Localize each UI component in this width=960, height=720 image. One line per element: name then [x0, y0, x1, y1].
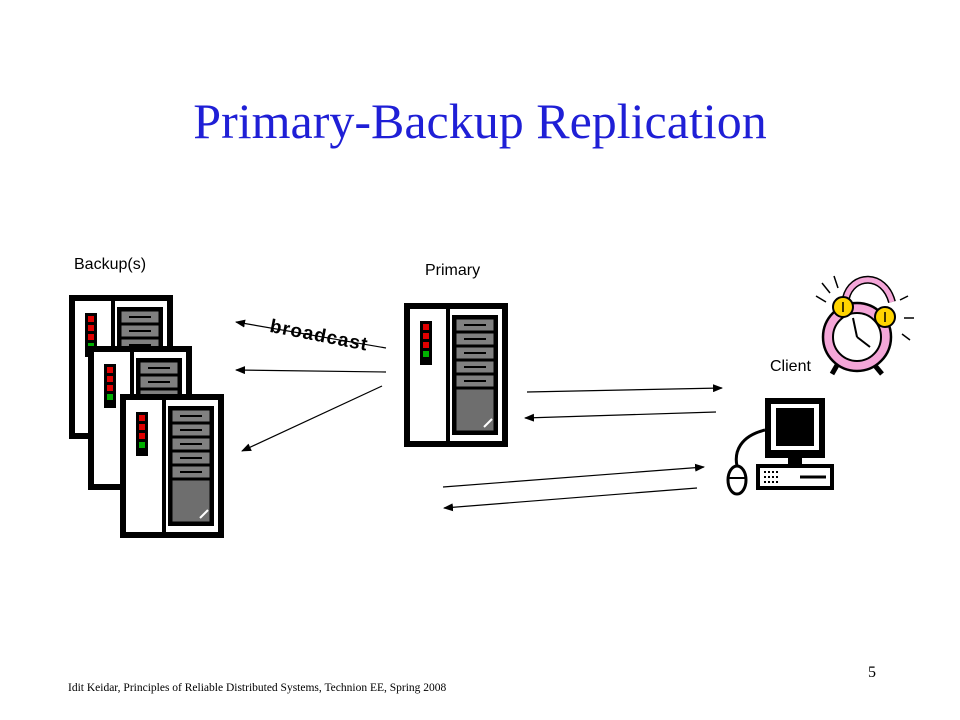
page-number: 5 — [868, 664, 876, 681]
backup-servers-icon — [68, 294, 225, 539]
primary-to-client-arrow — [526, 384, 723, 393]
client-label: Client — [770, 358, 811, 375]
client-to-primary-arrow — [524, 411, 717, 422]
broadcast-arrow-2 — [235, 366, 387, 375]
backup-to-client-arrow — [442, 463, 705, 488]
broadcast-arrow-3 — [241, 385, 383, 452]
alarm-clock-icon — [815, 275, 914, 376]
backup-server-3-icon — [119, 393, 225, 539]
client-computer-icon — [726, 398, 834, 496]
backups-label: Backup(s) — [74, 256, 147, 273]
broadcast-arrow-1 — [235, 319, 387, 349]
primary-server-icon — [403, 302, 509, 448]
client-to-backup-arrow — [443, 487, 698, 512]
primary-label: Primary — [425, 262, 481, 279]
slide-title: Primary-Backup Replication — [193, 93, 767, 149]
slide-footer: Idit Keidar, Principles of Reliable Dist… — [68, 682, 447, 694]
